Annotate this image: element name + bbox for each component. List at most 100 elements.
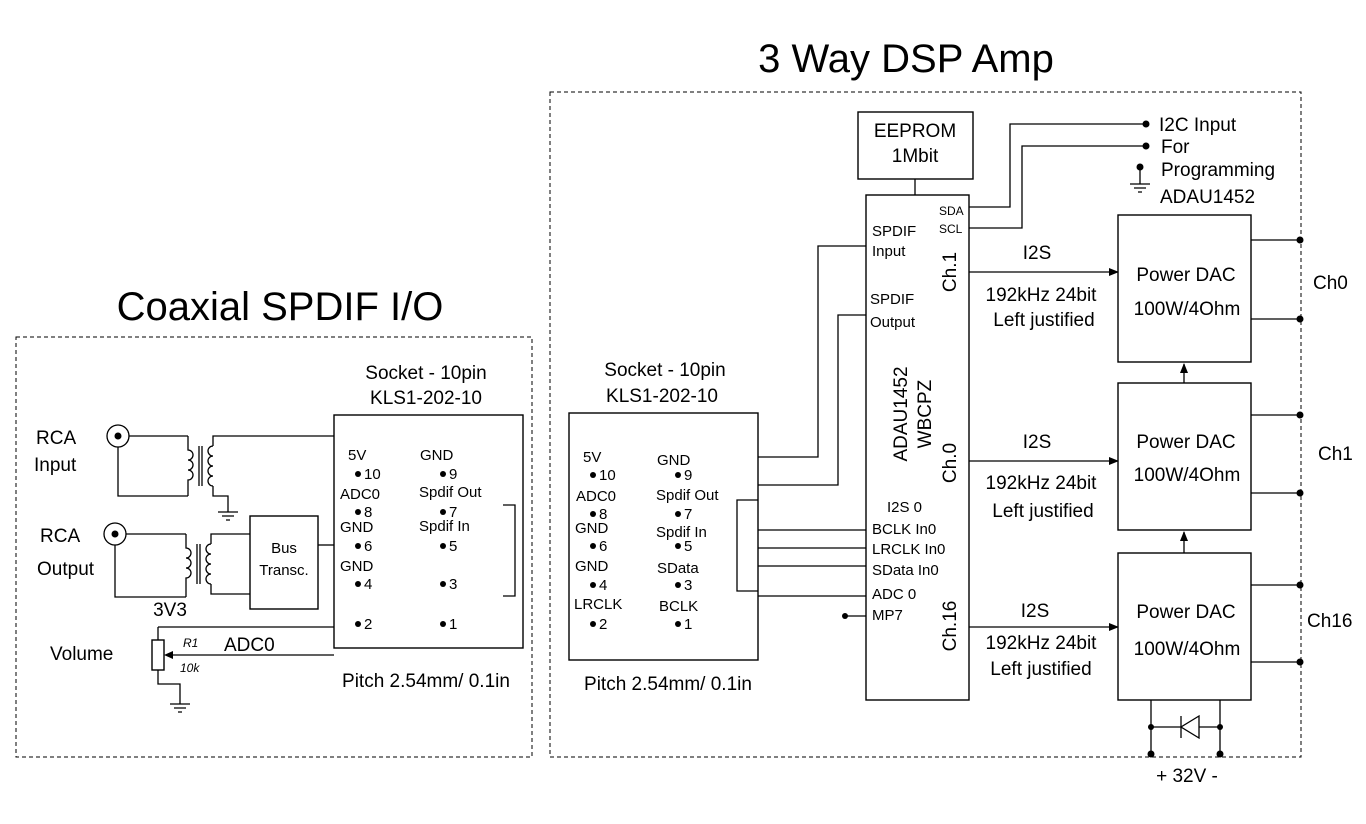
- supply-diode-icon: [1147, 700, 1224, 758]
- dsp-pin-sdata-label: SData In0: [872, 562, 939, 579]
- right-socket-block: [568, 412, 759, 661]
- resistor-ref-label: R1: [183, 636, 198, 650]
- rca-input-label-1: RCA: [36, 428, 76, 449]
- eeprom-label-1: EEPROM: [874, 121, 956, 142]
- adc0-net-label: ADC0: [224, 635, 275, 656]
- i2s-link-2-rate: 192kHz 24bit: [986, 473, 1098, 494]
- left-pin-gnd6-label: GND: [340, 519, 374, 536]
- i2s-link-3: I2S 192kHz 24bit Left justified: [969, 601, 1119, 680]
- dac-ch1-channel: Ch1: [1318, 444, 1353, 465]
- left-socket-key: [503, 504, 516, 597]
- left-title: Coaxial SPDIF I/O: [117, 285, 444, 329]
- supply-32v-label: + 32V -: [1156, 766, 1218, 787]
- right-socket-key: [736, 499, 758, 592]
- left-pin-3: 3: [449, 576, 457, 593]
- left-panel: RCA Input RCA Output: [34, 363, 524, 713]
- right-pin-5v-label: 5V: [583, 449, 601, 466]
- left-socket-block: [333, 414, 524, 649]
- dsp-pin-bclk-label: BCLK In0: [872, 521, 936, 538]
- right-pin-spdifout-label: Spdif Out: [656, 487, 719, 504]
- dac-ch1-power: 100W/4Ohm: [1134, 465, 1241, 486]
- right-pin-5: 5: [684, 538, 692, 555]
- left-pin-adc0-label: ADC0: [340, 486, 380, 503]
- i2c-note-line-4: ADAU1452: [1160, 187, 1255, 208]
- right-socket-label-2: KLS1-202-10: [606, 386, 718, 407]
- right-pin-4: 4: [599, 577, 607, 594]
- i2c-note-line-2: For: [1161, 137, 1190, 158]
- volume-label: Volume: [50, 644, 113, 665]
- left-pin-spdifin-label: Spdif In: [419, 518, 470, 535]
- i2s-link-1: I2S 192kHz 24bit Left justified: [969, 243, 1119, 331]
- i2s-link-3-bus: I2S: [1021, 601, 1050, 622]
- right-pin-lrclk-label: LRCLK: [574, 596, 622, 613]
- right-pin-sdata-label: SData: [657, 560, 699, 577]
- socket-dsp-wires: [758, 245, 866, 619]
- right-pin-gnd6-label: GND: [575, 520, 609, 537]
- i2s-link-1-format: Left justified: [993, 310, 1094, 331]
- resistor-value-label: 10k: [180, 661, 200, 675]
- dsp-pin-i2s0-label: I2S 0: [887, 499, 922, 516]
- rca-output-connector-icon: [103, 522, 186, 598]
- rca-output-label-2: Output: [37, 559, 95, 580]
- dsp-pin-spdif-out-label-1: SPDIF: [870, 291, 914, 308]
- left-pin-6: 6: [364, 538, 372, 555]
- right-pin-gnd9-label: GND: [657, 452, 691, 469]
- right-pin-6: 6: [599, 538, 607, 555]
- dac-ch0-power: 100W/4Ohm: [1134, 299, 1241, 320]
- left-pin-gnd4-label: GND: [340, 558, 374, 575]
- bus-transceiver-label-1: Bus: [271, 540, 297, 557]
- left-pin-2: 2: [364, 616, 372, 633]
- right-pin-3: 3: [684, 577, 692, 594]
- output-transformer-icon: [185, 533, 250, 597]
- dsp-pin-adc0-label: ADC 0: [872, 586, 916, 603]
- i2s-link-2-bus: I2S: [1023, 432, 1052, 453]
- right-pin-bclk-label: BCLK: [659, 598, 698, 615]
- right-pin-10: 10: [599, 467, 616, 484]
- i2s-link-3-format: Left justified: [990, 659, 1091, 680]
- dac-ch1-name: Power DAC: [1136, 432, 1235, 453]
- bus-transceiver-block: [249, 515, 319, 610]
- dac-ch0-name: Power DAC: [1136, 265, 1235, 286]
- power-dac-ch16: Power DAC 100W/4Ohm Ch16: [1117, 552, 1352, 701]
- volume-potentiometer-icon: [151, 626, 334, 713]
- power-dac-ch1: Power DAC 100W/4Ohm Ch1: [1117, 382, 1353, 531]
- dsp-pin-scl-label: SCL: [939, 222, 963, 236]
- rca-input-connector-icon: [106, 424, 188, 497]
- left-pin-9: 9: [449, 466, 457, 483]
- i2c-note-line-3: Programming: [1161, 160, 1275, 181]
- left-pin-10: 10: [364, 466, 381, 483]
- left-socket-label-1: Socket - 10pin: [365, 363, 486, 384]
- i2s-link-3-rate: 192kHz 24bit: [986, 633, 1098, 654]
- i2s-link-2: I2S 192kHz 24bit Left justified: [969, 432, 1119, 522]
- main-title: 3 Way DSP Amp: [758, 37, 1054, 81]
- dsp-pin-sda-label: SDA: [939, 204, 964, 218]
- left-pin-1: 1: [449, 616, 457, 633]
- dsp-ch0-label: Ch.0: [940, 443, 961, 483]
- i2s-link-1-bus: I2S: [1023, 243, 1052, 264]
- dsp-pin-mp7-label: MP7: [872, 607, 903, 624]
- supply-3v3-label: 3V3: [153, 600, 187, 621]
- power-dac-ch0: Power DAC 100W/4Ohm Ch0: [1117, 214, 1348, 363]
- dsp-pin-spdif-in-label-1: SPDIF: [872, 223, 916, 240]
- spdif-io-frame: [15, 336, 533, 758]
- rca-output-label-1: RCA: [40, 526, 80, 547]
- right-pitch-label: Pitch 2.54mm/ 0.1in: [584, 674, 752, 695]
- dsp-chip-block: [865, 194, 970, 701]
- right-pin-8: 8: [599, 506, 607, 523]
- dac-ch0-channel: Ch0: [1313, 273, 1348, 294]
- right-pin-2: 2: [599, 616, 607, 633]
- right-pin-1: 1: [684, 616, 692, 633]
- bus-transceiver-label-2: Transc.: [259, 562, 308, 579]
- dac-ch16-channel: Ch16: [1307, 611, 1352, 632]
- eeprom-label-2: 1Mbit: [892, 146, 939, 167]
- dsp-pin-lrclk-label: LRCLK In0: [872, 541, 945, 558]
- dsp-amp-frame: [549, 91, 1302, 758]
- dsp-name-label-2: WBCPZ: [915, 379, 936, 448]
- rca-input-label-2: Input: [34, 455, 77, 476]
- dsp-pin-spdif-in-label-2: Input: [872, 243, 906, 260]
- left-pin-spdifout-label: Spdif Out: [419, 484, 482, 501]
- right-socket-label-1: Socket - 10pin: [604, 360, 725, 381]
- left-pin-7: 7: [449, 504, 457, 521]
- dsp-ch1-label: Ch.1: [940, 252, 961, 292]
